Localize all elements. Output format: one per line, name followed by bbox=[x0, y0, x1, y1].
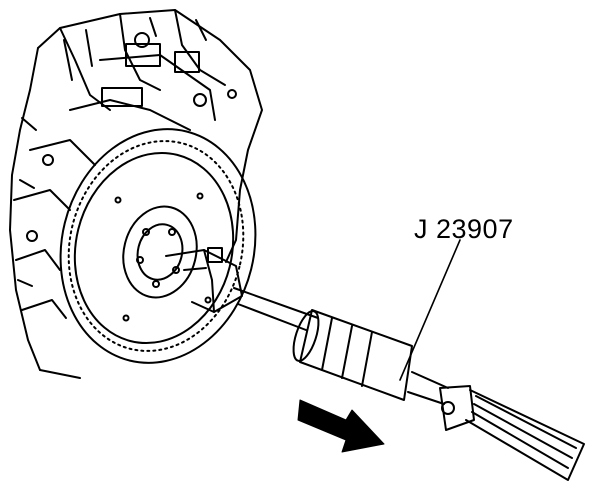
tool-number-label: J 23907 bbox=[414, 214, 514, 244]
callout-leader-line bbox=[399, 239, 461, 381]
slide-hammer-tool bbox=[165, 247, 585, 481]
engine-block bbox=[9, 9, 263, 379]
pull-direction-arrow bbox=[297, 399, 385, 453]
flywheel bbox=[59, 128, 257, 364]
